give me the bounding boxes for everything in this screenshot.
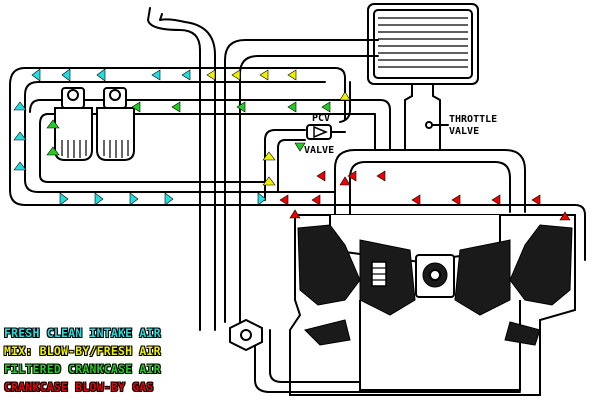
hose-loop [9, 67, 586, 261]
legend-mix: MIX: BLOW-BY/FRESH AIR [4, 344, 161, 358]
throttle-label-line2: VALVE [449, 126, 479, 137]
flow-arrows-blowby [279, 170, 571, 221]
crankcase-return-tube [229, 318, 521, 393]
pcv-label-line2: VALVE [304, 145, 334, 156]
flow-arrows-filtered [46, 101, 331, 156]
air-filter-box [367, 3, 479, 85]
pcv-lines [264, 129, 346, 201]
pcv-label-line1: PCV [312, 113, 330, 124]
engine-block [289, 214, 576, 396]
legend-blow-by: CRANKCASE BLOW-BY GAS [4, 380, 154, 394]
legend-filtered: FILTERED CRANKCASE AIR [4, 362, 161, 376]
throttle-body [404, 83, 449, 151]
intake-manifold [334, 149, 526, 216]
intake-snorkel [147, 7, 216, 331]
legend-fresh-air: FRESH CLEAN INTAKE AIR [4, 326, 161, 340]
flow-arrows-mix [206, 69, 351, 186]
throttle-label-line1: THROTTLE [449, 114, 497, 125]
flow-arrows-fresh [13, 68, 267, 206]
filter-canister-right [96, 87, 135, 161]
pcv-valve [306, 124, 332, 140]
filter-canister-left [54, 87, 93, 161]
